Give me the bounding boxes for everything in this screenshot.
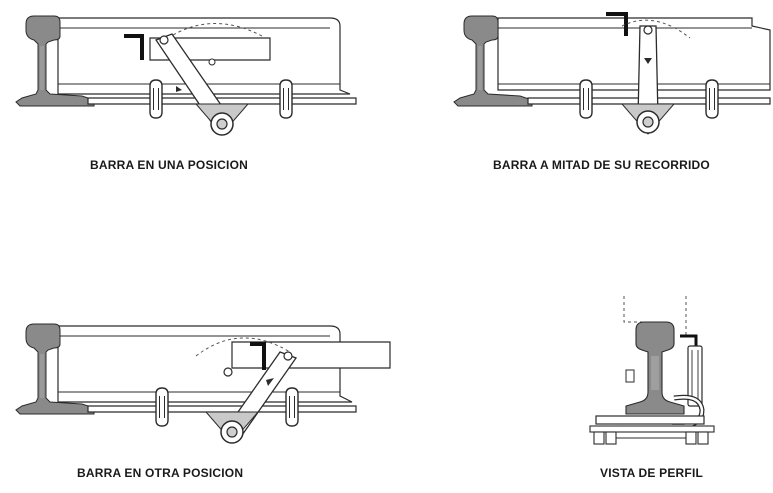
caption-bar-one-position: BARRA EN UNA POSICION (90, 158, 248, 172)
caption-bar-other-position: BARRA EN OTRA POSICION (77, 466, 244, 480)
figure-bar-mid-travel (453, 12, 771, 135)
figure-bar-one-position (15, 15, 357, 136)
caption-bar-mid-travel: BARRA A MITAD DE SU RECORRIDO (493, 158, 710, 172)
figure-bar-other-position (15, 323, 391, 444)
figure-profile-view (589, 296, 715, 445)
caption-profile-view: VISTA DE PERFIL (600, 466, 704, 480)
